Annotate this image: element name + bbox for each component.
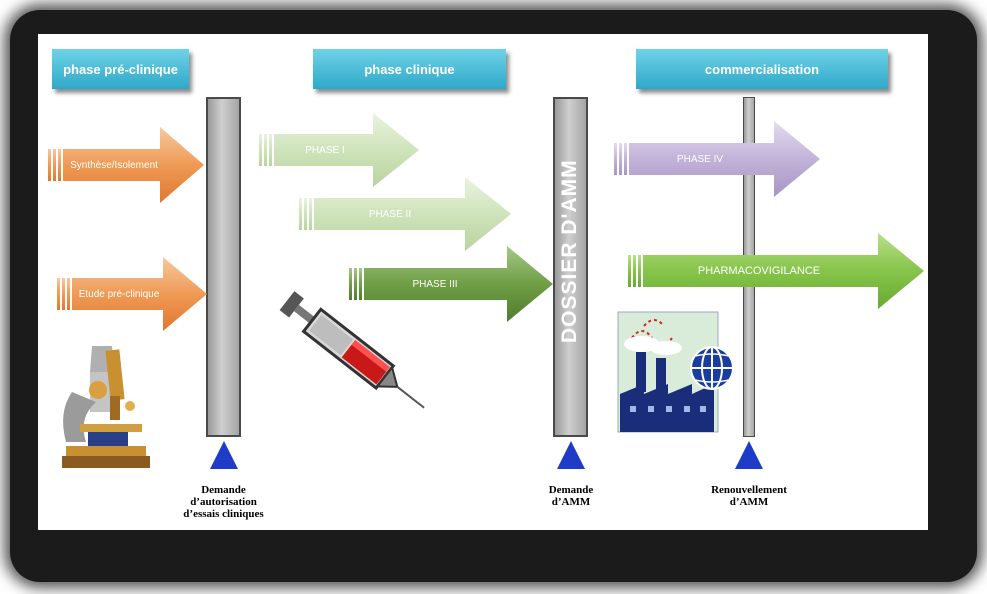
marker-renouvellement-triangle	[734, 440, 764, 470]
arrow-label: PHARMACOVIGILANCE	[697, 265, 821, 277]
factory-globe-icon	[614, 308, 738, 436]
arrow-label: PHASE I	[305, 144, 345, 156]
arrow-phase-1: PHASE I	[259, 113, 419, 187]
arrow-etude-preclinique: Etude pré-clinique	[57, 257, 207, 331]
arrow-label: Etude pré-clinique	[78, 288, 160, 300]
header-commercial: commercialisation	[636, 49, 888, 89]
microscope-icon	[52, 342, 152, 474]
arrow-synthese-isolement: Synthèse/Isolement	[48, 127, 204, 203]
arrow-label: PHASE II	[368, 208, 412, 220]
arrow-phase-4: PHASE IV	[614, 121, 820, 197]
marker-essais-triangle	[209, 440, 239, 470]
dossier-amm-label: DOSSIER D'AMM	[558, 159, 581, 343]
arrow-label: Synthèse/Isolement	[70, 159, 158, 171]
header-clinical: phase clinique	[313, 49, 506, 89]
syringe-icon	[276, 282, 436, 422]
essais-bar	[206, 97, 241, 437]
dossier-amm-bar	[553, 97, 588, 437]
marker-amm-triangle	[556, 440, 586, 470]
arrow-label: PHASE IV	[676, 153, 724, 165]
header-preclinical: phase pré-clinique	[52, 49, 189, 89]
arrow-phase-3: PHASE III	[349, 246, 553, 322]
arrow-phase-2: PHASE II	[299, 177, 511, 251]
arrow-label: PHASE III	[412, 278, 458, 290]
arrow-pharmacovigilance: PHARMACOVIGILANCE	[628, 233, 924, 309]
